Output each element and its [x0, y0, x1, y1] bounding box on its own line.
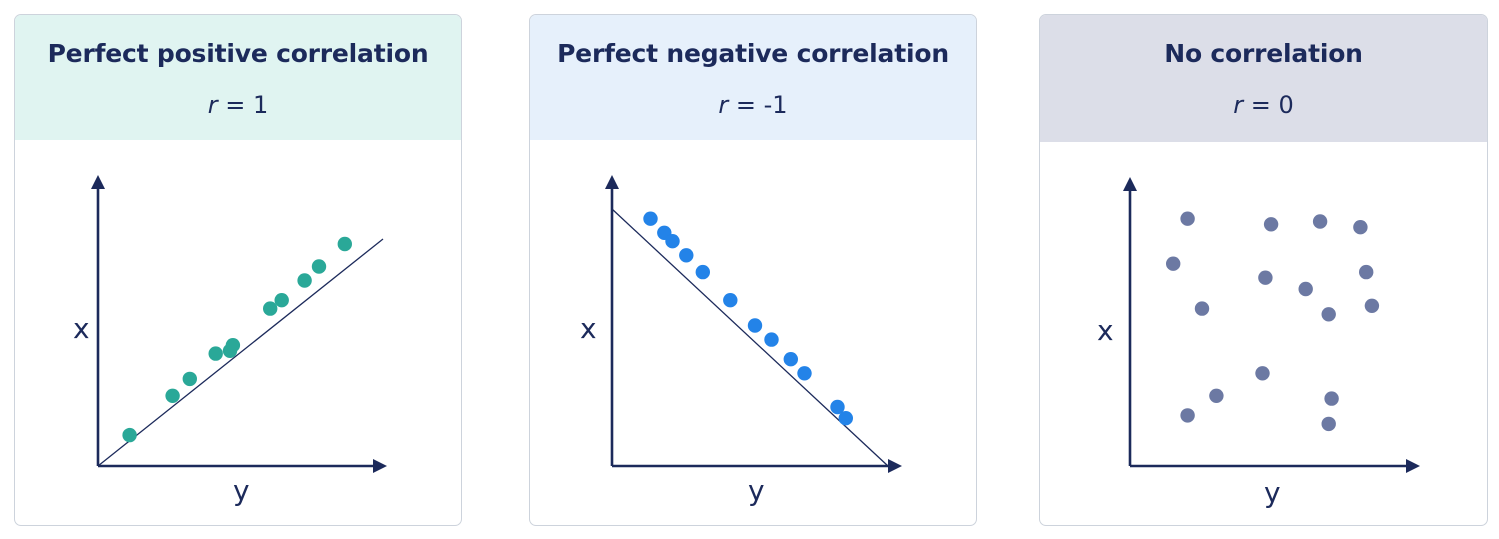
r-value: = 0 — [1243, 91, 1294, 119]
data-point — [1298, 281, 1313, 297]
data-point — [337, 236, 352, 252]
correlation-coefficient: r = 0 — [1040, 91, 1487, 119]
y-axis-arrow-icon — [1123, 177, 1137, 191]
x-axis-label: y — [748, 474, 765, 507]
correlation-coefficient: r = 1 — [15, 91, 461, 119]
data-point — [311, 259, 327, 274]
r-value: = 1 — [217, 91, 269, 119]
panel-positive-correlation: Perfect positive correlation r = 1 x y — [14, 14, 462, 526]
data-point — [723, 293, 738, 308]
panel-header: No correlation r = 0 — [1040, 15, 1487, 142]
data-point — [830, 399, 845, 415]
data-point — [165, 388, 180, 403]
data-point — [208, 346, 223, 361]
panel-title: No correlation — [1164, 39, 1363, 68]
data-point — [679, 248, 694, 263]
panel-no-correlation: No correlation r = 0 x y — [1039, 14, 1488, 526]
r-value: = -1 — [728, 91, 788, 119]
data-point — [263, 301, 278, 316]
data-point — [643, 211, 658, 226]
y-axis-arrow-icon — [605, 175, 619, 189]
data-point — [225, 338, 241, 353]
correlation-coefficient: r = -1 — [530, 91, 976, 119]
data-point — [838, 411, 853, 426]
data-point — [665, 234, 680, 249]
data-point — [1321, 416, 1336, 432]
data-point — [764, 332, 779, 347]
x-axis-arrow-icon — [373, 459, 387, 473]
data-point — [1324, 391, 1339, 406]
x-axis-arrow-icon — [1406, 459, 1420, 473]
data-point — [182, 371, 197, 387]
data-point — [1255, 366, 1270, 381]
data-point — [274, 293, 289, 308]
trend-line — [97, 238, 384, 467]
scatter-plot-positive: x y — [73, 175, 387, 507]
data-point — [783, 352, 798, 367]
data-point — [1166, 256, 1181, 271]
data-point — [797, 366, 812, 381]
panel-header: Perfect positive correlation r = 1 — [15, 15, 461, 140]
data-point — [1209, 388, 1224, 403]
y-axis-label: x — [73, 312, 90, 345]
r-symbol: r — [207, 91, 218, 119]
data-point — [1180, 408, 1195, 423]
data-point — [1321, 307, 1336, 322]
r-symbol: r — [1233, 91, 1244, 119]
data-point — [1359, 264, 1374, 280]
panel-negative-correlation: Perfect negative correlation r = -1 x y — [529, 14, 977, 526]
y-axis-arrow-icon — [91, 175, 105, 189]
x-axis-label: y — [1264, 476, 1281, 509]
data-point — [1312, 214, 1328, 229]
data-point — [1194, 301, 1210, 316]
data-point — [1353, 220, 1368, 235]
r-symbol: r — [718, 91, 729, 119]
y-axis-label: x — [580, 312, 597, 345]
data-point — [695, 264, 710, 280]
y-axis-label: x — [1097, 314, 1114, 347]
data-point — [1180, 211, 1195, 226]
data-point — [1258, 270, 1273, 285]
x-axis-label: y — [233, 474, 250, 507]
trend-line — [611, 208, 889, 467]
scatter-plot-negative: x y — [580, 175, 902, 507]
panel-title: Perfect positive correlation — [47, 39, 429, 68]
data-point — [1263, 217, 1279, 232]
data-point — [747, 318, 763, 333]
data-point — [122, 427, 137, 443]
scatter-plot-none: x y — [1097, 177, 1420, 509]
panel-title: Perfect negative correlation — [557, 39, 949, 68]
panel-header: Perfect negative correlation r = -1 — [530, 15, 976, 140]
data-point — [297, 273, 312, 288]
x-axis-arrow-icon — [888, 459, 902, 473]
data-point — [1364, 298, 1380, 313]
